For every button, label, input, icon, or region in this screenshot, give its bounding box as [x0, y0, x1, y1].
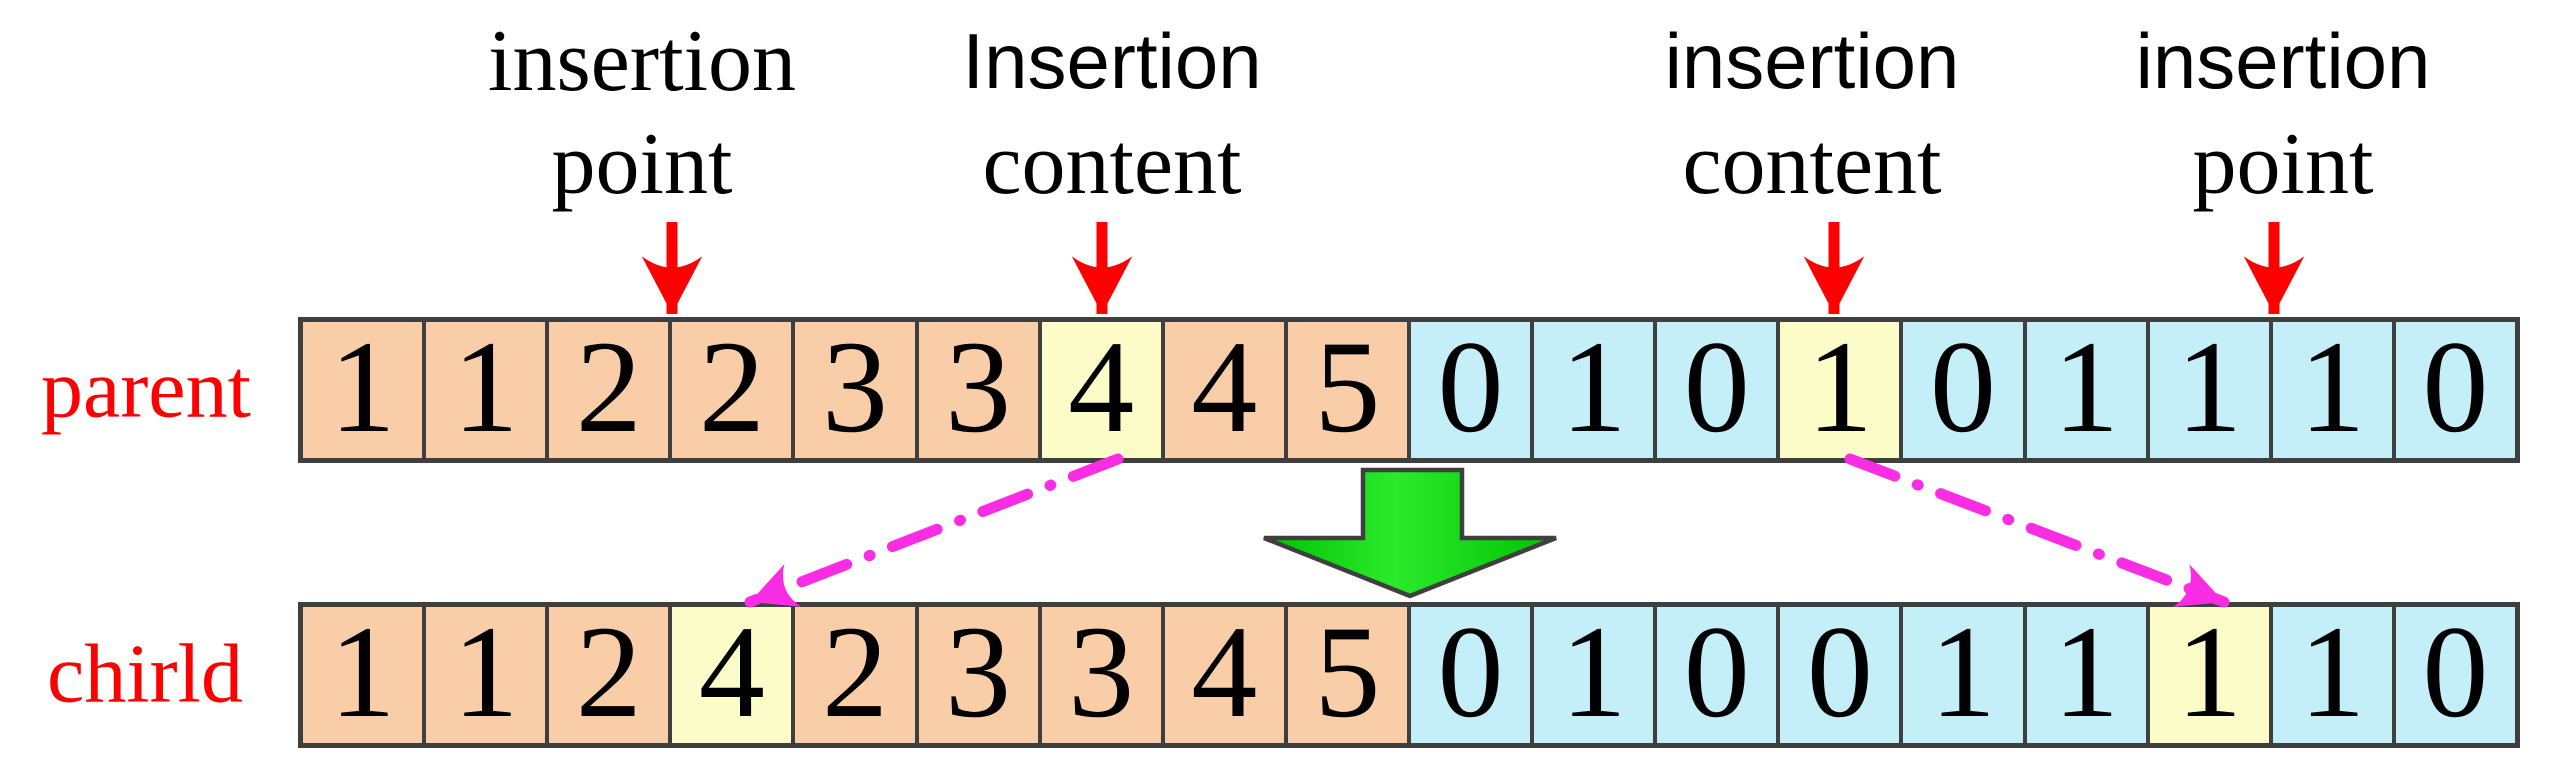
- child-gene-cell: 1: [1534, 606, 1658, 743]
- label-line: content: [1682, 116, 1942, 213]
- label-insertion-content-left: Insertion content: [962, 10, 1261, 216]
- parent-gene-cell: 0: [1903, 321, 2027, 458]
- child-gene-cell: 1: [426, 606, 550, 743]
- label-insertion-point-left: insertion point: [488, 10, 796, 216]
- parent-gene-cell: 5: [1287, 321, 1411, 458]
- parent-gene-cell: 1: [2272, 321, 2396, 458]
- child-gene-cell: 1: [303, 606, 427, 743]
- label-line: point: [2192, 116, 2374, 213]
- parent-gene-cell: 3: [795, 321, 919, 458]
- label-line: insertion: [1664, 17, 1960, 105]
- child-gene-cell: 2: [549, 606, 673, 743]
- parent-gene-cell: 0: [1657, 321, 1781, 458]
- child-gene-cell: 4: [672, 606, 796, 743]
- child-gene-cell: 1: [2026, 606, 2150, 743]
- child-gene-cell: 3: [1041, 606, 1165, 743]
- parent-gene-cell: 4: [1041, 321, 1165, 458]
- child-gene-cell: 1: [2272, 606, 2396, 743]
- green-transform-arrow-icon: [1263, 467, 1557, 599]
- child-gene-cell: 0: [2395, 606, 2515, 743]
- parent-gene-cell: 0: [1410, 321, 1535, 458]
- label-insertion-content-right: insertion content: [1665, 10, 1960, 216]
- child-gene-cell: 1: [2149, 606, 2273, 743]
- parent-gene-cell: 1: [2149, 321, 2273, 458]
- parent-gene-cell: 0: [2395, 321, 2515, 458]
- child-gene-cell: 0: [1657, 606, 1781, 743]
- parent-gene-cell: 2: [672, 321, 796, 458]
- parent-gene-cell: 2: [549, 321, 673, 458]
- child-gene-cell: 4: [1164, 606, 1288, 743]
- label-line: insertion: [488, 13, 796, 110]
- parent-gene-cell: 3: [918, 321, 1042, 458]
- child-gene-cell: 1: [1903, 606, 2027, 743]
- label-insertion-point-right: insertion point: [2136, 10, 2431, 216]
- parent-gene-cell: 1: [1780, 321, 1904, 458]
- parent-gene-cell: 4: [1164, 321, 1288, 458]
- label-line: content: [982, 116, 1242, 213]
- parent-row-label: parent: [41, 342, 251, 436]
- label-line: point: [551, 116, 733, 213]
- child-gene-cell: 5: [1287, 606, 1411, 743]
- child-gene-cell: 0: [1780, 606, 1904, 743]
- magenta-gene-move-arrow-right: [1844, 453, 2230, 608]
- child-gene-cell: 2: [795, 606, 919, 743]
- parent-gene-cell: 1: [303, 321, 427, 458]
- parent-gene-cell: 1: [1534, 321, 1658, 458]
- parent-gene-cell: 1: [426, 321, 550, 458]
- label-line: Insertion: [962, 17, 1262, 105]
- label-line: insertion: [2135, 17, 2431, 105]
- parent-gene-cell: 1: [2026, 321, 2150, 458]
- child-gene-cell: 3: [918, 606, 1042, 743]
- magenta-gene-move-arrow-left: [744, 453, 1124, 608]
- child-row-label: chirld: [47, 627, 243, 721]
- child-gene-cell: 0: [1410, 606, 1535, 743]
